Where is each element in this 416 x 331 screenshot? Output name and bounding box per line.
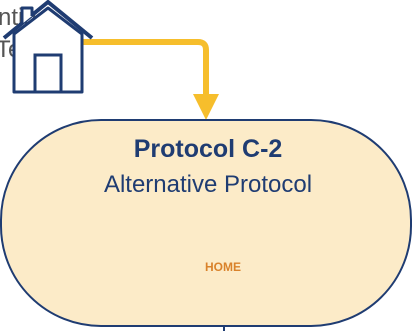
protocol-title: Protocol C-2 <box>133 135 283 163</box>
house-icon <box>2 0 94 94</box>
protocol-node-shape <box>0 119 412 327</box>
protocol-subtitle: Alternative Protocol <box>103 171 313 198</box>
home-label: HOME <box>205 260 241 274</box>
connector-arrowhead <box>193 94 219 120</box>
connector-arrow-line <box>60 39 209 96</box>
